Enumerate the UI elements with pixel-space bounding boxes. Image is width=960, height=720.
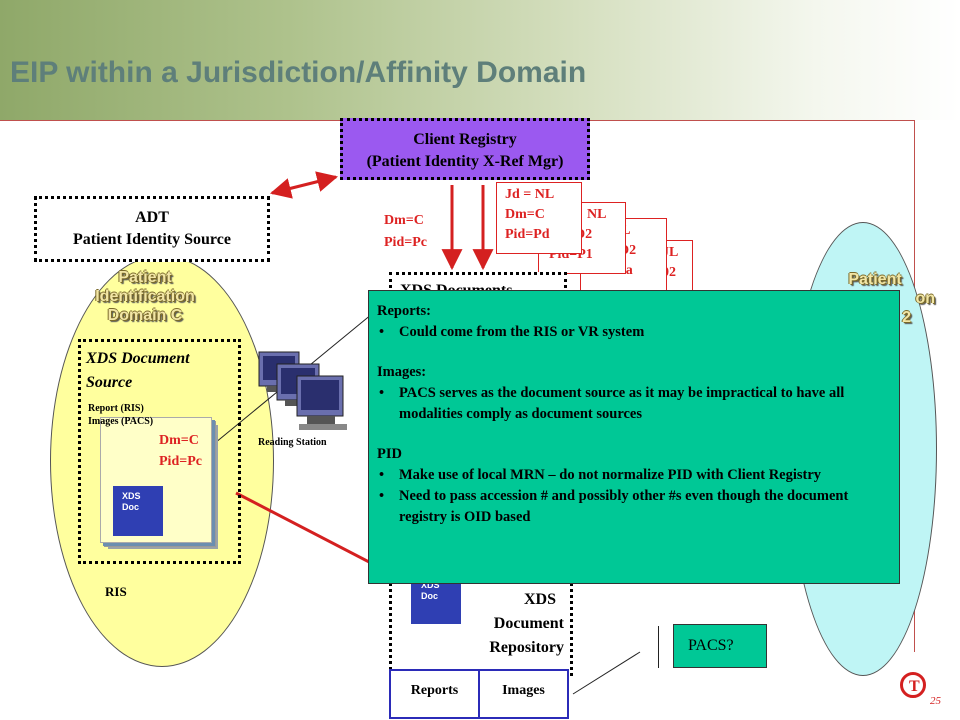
client-registry-line1: Client Registry [413,131,517,148]
adt-box: ADT Patient Identity Source [34,196,270,262]
xds-source-dm: Dm=C [159,433,199,448]
pid-card-1-line3: Pid=Pd [505,227,550,242]
xds-repository-label: XDS Document Repository [440,588,564,660]
ihe-logo-icon: T [900,672,926,698]
pid-item: Need to pass accession # and possibly ot… [377,486,887,528]
pacs-callout: PACS? [673,624,767,668]
pid-card-1-line1: Jd = NL [505,187,555,202]
pid-card-1-line2: Dm=C [505,207,545,222]
pacs-callout-text: PACS? [688,637,734,654]
images-store: Images [502,683,545,698]
xds-source-title: XDS Document Source [86,347,190,395]
xds-source-doc-line2: Doc [122,502,140,512]
pid-card-1: Jd = NL Dm=C Pid=Pd [496,182,582,254]
reading-station-label: Reading Station [258,437,327,448]
domain-right-label: Patient on 2 [815,270,935,327]
domain-right-line2: on [915,290,935,307]
xds-source-line2: Source [86,374,133,391]
xds-repository-line1: XDS [523,591,556,608]
xds-repository-line2: Document [493,615,564,632]
client-registry-box: Client Registry (Patient Identity X-Ref … [340,118,590,180]
repository-stores: Reports Images [389,669,569,719]
ris-label: RIS [105,584,127,599]
slide-header-band [0,0,960,120]
slide-title: EIP within a Jurisdiction/Affinity Domai… [10,56,587,89]
client-registry-line2: (Patient Identity X-Ref Mgr) [366,153,564,170]
domain-c-line1: Patient [118,269,172,286]
xds-repository-doc-line2: Doc [421,591,439,601]
domain-c-label: Patient Identification Domain C [70,268,220,325]
pid-heading: PID [377,446,402,462]
monitor-front [296,375,347,430]
reports-item: Could come from the RIS or VR system [377,322,887,343]
domain-right-line3: 2 [902,309,911,326]
xds-source-doc-line1: XDS [122,491,141,501]
xds-source-ids: Dm=C Pid=Pc [159,430,202,472]
leader-pacs [572,651,641,695]
domain-c-line3: Domain C [107,307,183,324]
images-heading: Images: [377,364,427,380]
xds-source-report-images: Report (RIS) Images (PACS) [88,402,153,428]
adt-line2: Patient Identity Source [73,231,231,248]
xds-source-line1: XDS Document [86,350,190,367]
pid-item: Make use of local MRN – do not normalize… [377,465,887,486]
xds-source-report: Report (RIS) [88,403,144,414]
domain-c-line2: Identification [95,288,195,305]
center-dm: Dm=C [384,213,424,228]
reading-station-icon [258,351,347,430]
notes-callout: Reports: Could come from the RIS or VR s… [368,290,900,584]
xds-repository-line3: Repository [489,639,564,656]
pid-card-2-line1: NL [587,207,607,222]
adt-line1: ADT [135,209,169,226]
xds-source-box [78,339,241,564]
xds-source-pid: Pid=Pc [159,454,202,469]
page-number: 25 [930,695,941,707]
reports-heading: Reports: [377,303,431,319]
xds-repository-doc-line1: XDS [421,580,440,590]
xds-source-images: Images (PACS) [88,416,154,427]
center-pid: Pid=Pc [384,235,427,250]
domain-right-line1: Patient [848,271,902,288]
arrow-adt-registry [269,171,339,199]
images-item: PACS serves as the document source as it… [377,383,887,425]
reports-store: Reports [391,671,480,717]
center-ids: Dm=C Pid=Pc [384,210,427,254]
xds-source-doc: XDS Doc [113,486,163,536]
pacs-callout-bracket [658,626,667,668]
